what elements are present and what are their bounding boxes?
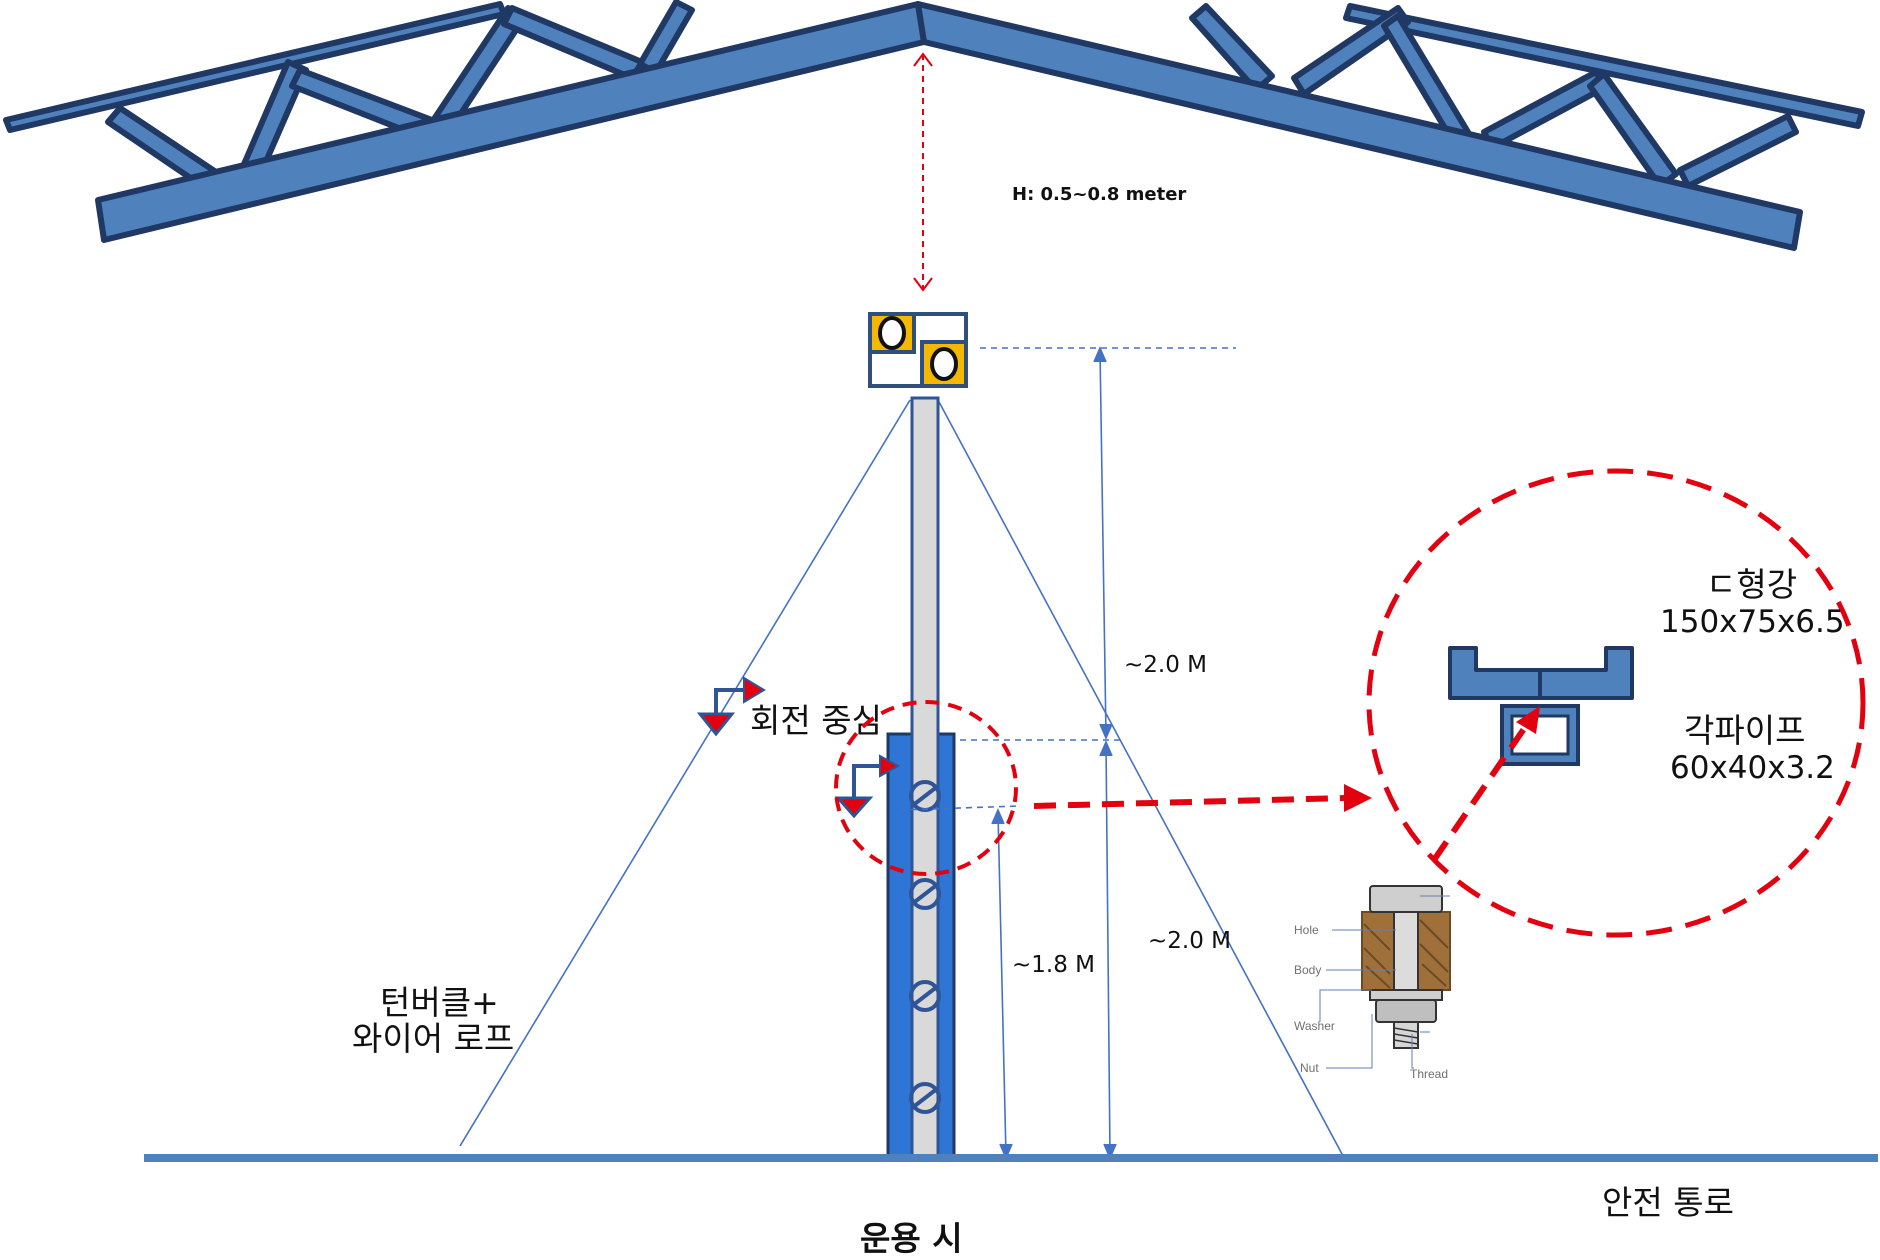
lower-outer-height-label: ~2.0 M bbox=[1148, 928, 1231, 954]
guy-line-label-1: 턴버클+ bbox=[380, 983, 499, 1022]
right-web-2 bbox=[1291, 5, 1411, 97]
left-top-chord bbox=[3, 1, 507, 133]
pipe-name-label: 각파이프 bbox=[1684, 711, 1805, 750]
lower-inner-height-label: ~1.8 M bbox=[1012, 952, 1095, 978]
right-web-6 bbox=[1677, 113, 1799, 189]
bolt-body-label: Body bbox=[1294, 963, 1321, 977]
section-detail-circle bbox=[1366, 468, 1866, 938]
section-arrow-icon bbox=[834, 754, 901, 819]
guy-line-label-2: 와이어 로프 bbox=[352, 1019, 514, 1058]
bolt-2 bbox=[909, 878, 941, 910]
bolt-washer bbox=[1369, 989, 1443, 1001]
detail-callout-arrow bbox=[1033, 784, 1372, 812]
joint-focus-circle bbox=[834, 700, 1018, 876]
guy-wires bbox=[459, 399, 1343, 1155]
operation-title: 운용 시 bbox=[860, 1219, 963, 1258]
bolt-1 bbox=[909, 780, 941, 812]
bolt-thread-label: Thread bbox=[1410, 1067, 1448, 1081]
right-web-4 bbox=[1481, 69, 1607, 151]
top-bearing-block bbox=[868, 312, 968, 388]
bolt-anatomy-illustration bbox=[1319, 885, 1451, 1069]
roof-clearance-dimension bbox=[913, 52, 933, 292]
sleeve-bolts bbox=[909, 780, 941, 1114]
right-guy-wire bbox=[937, 399, 1343, 1155]
bolt-nut bbox=[1375, 999, 1437, 1023]
bolt-3 bbox=[909, 980, 941, 1012]
left-web-5 bbox=[501, 5, 645, 81]
bolt-4 bbox=[909, 1082, 941, 1114]
ground-line bbox=[144, 1154, 1878, 1162]
channel-name-label: ㄷ형강 bbox=[1706, 565, 1797, 604]
pipe-size-label: 60x40x3.2 bbox=[1670, 750, 1835, 786]
upper-height-label: ~2.0 M bbox=[1124, 652, 1207, 678]
left-guy-wire bbox=[459, 399, 911, 1147]
bolt-washer-label: Washer bbox=[1294, 1019, 1335, 1033]
roof-clearance-label: H: 0.5~0.8 meter bbox=[1012, 184, 1186, 205]
section-arrow-icon bbox=[696, 676, 766, 737]
bolt-head bbox=[1369, 885, 1443, 913]
roof-truss bbox=[3, 0, 1865, 251]
channel-size-label: 150x75x6.5 bbox=[1660, 604, 1845, 640]
pivot-label: 회전 중심 bbox=[750, 701, 882, 740]
channel-section bbox=[1448, 646, 1634, 700]
bolt-hole-label: Hole bbox=[1294, 923, 1319, 937]
inner-pipe bbox=[910, 396, 940, 1162]
bolt-nut-label: Nut bbox=[1300, 1061, 1319, 1075]
low-extension-line bbox=[899, 805, 1021, 811]
detail-pointer-arrow bbox=[1431, 706, 1540, 862]
square-pipe-section bbox=[1500, 704, 1580, 766]
right-rafter bbox=[915, 1, 1803, 251]
pole-assembly bbox=[868, 312, 968, 1162]
safety-path-label: 안전 통로 bbox=[1602, 1183, 1734, 1222]
bolt-shank bbox=[1393, 911, 1419, 991]
right-top-chord bbox=[1343, 3, 1865, 129]
